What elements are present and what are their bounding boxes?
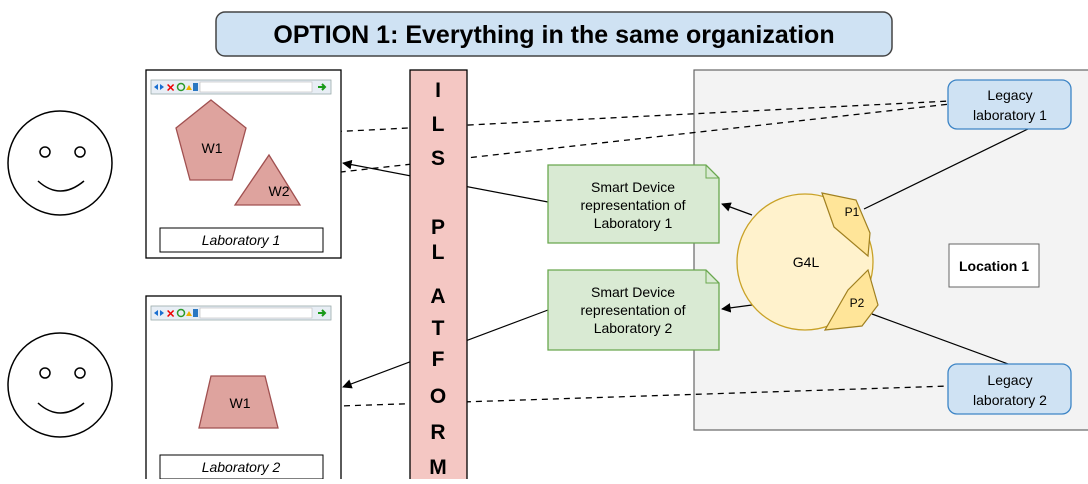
back-icon[interactable] bbox=[154, 310, 158, 316]
legacy-2-box[interactable] bbox=[947, 363, 1072, 415]
smart-device-1-box[interactable] bbox=[547, 164, 720, 244]
smart-device-2[interactable]: Smart Device representation of Laborator… bbox=[547, 269, 720, 351]
legacy-2-line-2: laboratory 2 bbox=[973, 392, 1047, 408]
plug-p2-label: P2 bbox=[850, 296, 865, 310]
dashed-link-w1-legacy1 bbox=[247, 100, 951, 137]
forward-icon[interactable] bbox=[160, 84, 164, 90]
lab1-label: Laboratory 1 bbox=[202, 232, 281, 248]
legacy-2-line-1: Legacy bbox=[987, 372, 1032, 388]
smart-device-2-fold bbox=[705, 270, 719, 284]
legacy-1-box[interactable] bbox=[947, 79, 1072, 130]
legacy-1-line-2: laboratory 1 bbox=[973, 107, 1047, 123]
stop-icon[interactable]: ✕ bbox=[166, 83, 175, 95]
smart-device-1-line-3: Laboratory 1 bbox=[594, 215, 673, 231]
platform-letter-10: R bbox=[430, 421, 445, 444]
widget-w1-label: W1 bbox=[202, 140, 223, 156]
page-title: OPTION 1: Everything in the same organiz… bbox=[273, 21, 834, 49]
reload-icon[interactable] bbox=[176, 82, 186, 92]
platform-letter-2: L bbox=[432, 113, 445, 136]
lab2-browser-toolbar: ✕ bbox=[150, 305, 332, 321]
user-smiley-icon-2 bbox=[7, 332, 113, 438]
platform-letter-8: F bbox=[432, 348, 445, 371]
ils-platform-bar: I L S P L A T F O R M bbox=[409, 69, 468, 484]
forward-icon[interactable] bbox=[160, 310, 164, 316]
dashed-link-lab2-legacy2 bbox=[277, 385, 951, 409]
bookmark-icon[interactable] bbox=[193, 309, 198, 317]
smart-device-2-line-1: Smart Device bbox=[591, 284, 675, 300]
platform-letter-6: A bbox=[430, 285, 445, 308]
platform-letter-5: L bbox=[432, 241, 445, 264]
plug-p1-label: P1 bbox=[845, 205, 860, 219]
link-legacy1-p1 bbox=[863, 127, 1031, 210]
home-icon[interactable] bbox=[186, 85, 192, 90]
widget-w1-pentagon[interactable] bbox=[175, 99, 247, 181]
location-label-box bbox=[948, 243, 1040, 288]
smart-device-2-box[interactable] bbox=[547, 269, 720, 351]
platform-letter-1: I bbox=[435, 79, 441, 102]
legacy-laboratory-1[interactable]: Legacy laboratory 1 bbox=[947, 79, 1072, 130]
laboratory-2-window: ✕ W1 Laboratory 2 bbox=[145, 295, 342, 484]
legacy-laboratory-2[interactable]: Legacy laboratory 2 bbox=[947, 363, 1072, 415]
stop-icon[interactable]: ✕ bbox=[166, 309, 175, 321]
home-icon[interactable] bbox=[186, 311, 192, 316]
platform-letter-7: T bbox=[432, 317, 445, 340]
platform-letter-4: P bbox=[431, 216, 445, 239]
platform-letter-11: M bbox=[429, 456, 447, 479]
platform-column bbox=[409, 69, 468, 484]
g4l-gateway[interactable]: G4L P1 P2 bbox=[736, 192, 879, 331]
address-bar[interactable] bbox=[199, 81, 313, 93]
location-label: Location 1 bbox=[959, 258, 1029, 274]
link-legacy2-p2 bbox=[871, 313, 1031, 373]
platform-letter-3: S bbox=[431, 147, 445, 170]
platform-letter-9: O bbox=[430, 385, 446, 408]
plug-p1[interactable] bbox=[821, 192, 871, 258]
smart-device-1-line-1: Smart Device bbox=[591, 179, 675, 195]
back-icon[interactable] bbox=[154, 84, 158, 90]
g4l-label: G4L bbox=[793, 254, 820, 270]
laboratory-1-window: ✕ W1 W2 Laboratory 1 bbox=[145, 69, 342, 259]
widget-w1-trapezoid[interactable] bbox=[198, 375, 279, 429]
lab2-label: Laboratory 2 bbox=[202, 459, 281, 475]
arrow-g4l-to-smart2 bbox=[721, 303, 753, 313]
widget-w2-triangle[interactable] bbox=[233, 153, 302, 206]
lab2-label-box bbox=[159, 454, 324, 480]
smart-device-2-line-2: representation of bbox=[580, 302, 685, 318]
smart-device-1[interactable]: Smart Device representation of Laborator… bbox=[547, 164, 720, 244]
lab1-browser-toolbar: ✕ bbox=[150, 79, 332, 95]
user-smiley-icon-1 bbox=[7, 110, 113, 216]
smart-device-1-line-2: representation of bbox=[580, 197, 685, 213]
address-bar[interactable] bbox=[199, 307, 313, 319]
arrow-g4l-to-smart1 bbox=[721, 202, 753, 216]
title-box bbox=[215, 11, 893, 57]
reload-icon[interactable] bbox=[176, 308, 186, 318]
legacy-1-line-1: Legacy bbox=[987, 87, 1032, 103]
go-icon[interactable] bbox=[318, 83, 327, 91]
go-icon[interactable] bbox=[318, 309, 327, 317]
plug-p2[interactable] bbox=[823, 268, 879, 331]
widget-w2-label: W2 bbox=[269, 183, 290, 199]
title-banner: OPTION 1: Everything in the same organiz… bbox=[215, 11, 893, 57]
lab1-label-box bbox=[159, 227, 324, 253]
smart-device-1-fold bbox=[705, 165, 719, 179]
dashed-connections bbox=[247, 100, 951, 409]
lab1-window-frame bbox=[145, 69, 342, 259]
lab2-widget-w1-label: W1 bbox=[230, 395, 251, 411]
bookmark-icon[interactable] bbox=[193, 83, 198, 91]
smart-device-2-line-3: Laboratory 2 bbox=[594, 320, 673, 336]
